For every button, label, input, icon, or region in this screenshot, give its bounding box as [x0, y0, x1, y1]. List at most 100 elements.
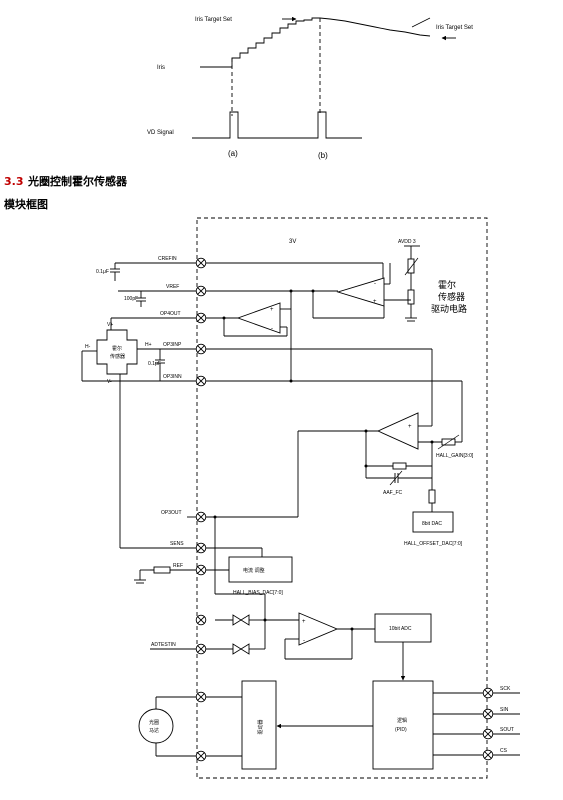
ref-resistor [153, 566, 171, 574]
hall-sensor-label: 霍尔 [112, 345, 122, 352]
pin-sck-terminal-icon [482, 687, 494, 699]
pin-vref-label: VREF [166, 284, 179, 290]
vref-opamp [336, 277, 385, 307]
pin-crefin-label: CREFIN [158, 256, 177, 262]
pin-op3out-terminal-icon [195, 511, 207, 523]
motor-label-2: 马达 [149, 727, 159, 734]
pin-cs-terminal-icon [482, 749, 494, 761]
pin-cs-label: CS [500, 748, 508, 754]
avdd-label: AVDD 3 [398, 239, 416, 245]
hall-driver-title-2: 传感器 [438, 291, 465, 303]
logic-pid-block [372, 680, 434, 770]
dac-8bit-label: 8bit DAC [422, 521, 442, 527]
pin-vref-terminal-icon [195, 285, 207, 297]
pin-sout-label: SOUT [500, 727, 514, 733]
svg-text:+: + [408, 424, 412, 430]
vd-signal-label: VD Signal [147, 130, 174, 136]
svg-text:+: + [373, 299, 377, 305]
logic-label: 逻辑 [397, 717, 407, 724]
pin-op4out-terminal-icon [195, 312, 207, 324]
pin-sens-terminal-icon [195, 542, 207, 554]
hall-offset-dac-label: HALL_OFFSET_DAC[7:0] [404, 541, 463, 547]
iris-label: Iris [157, 65, 165, 71]
svg-text:+: + [302, 619, 306, 625]
svg-text:-: - [271, 326, 273, 332]
adc-10bit-block [374, 613, 432, 643]
hall-driver-title-3: 驱动电路 [431, 303, 467, 315]
marker-a-label: (a) [228, 149, 238, 158]
divider-resistor-top [407, 258, 415, 274]
aaf-fc-label: AAF_FC [383, 490, 403, 496]
logic-pid-label: (PID) [395, 727, 407, 733]
hall-gain-label: HALL_GAIN[3:0] [436, 453, 474, 459]
supply-3v-label: 3V [289, 239, 296, 245]
cap-01uf-top-label: 0.1μF [96, 269, 109, 275]
section-number: 3.3 [4, 175, 24, 188]
pin-crefin-terminal-icon [195, 257, 207, 269]
section-subtitle: 模块框图 [4, 197, 48, 211]
v-minus-label: V- [107, 379, 112, 385]
op4-opamp [236, 302, 281, 334]
pin-sout-terminal-icon [482, 728, 494, 740]
current-adjust-label: 电流 调整 [243, 567, 265, 574]
pin-op3out-label: OP3OUT [161, 510, 182, 516]
pin-op3inp-terminal-icon [195, 343, 207, 355]
feedback-resistor [392, 462, 407, 470]
pin-ref-terminal-icon [195, 564, 207, 576]
hall-sensor-label-2: 传感器 [110, 353, 125, 360]
iris-waveform [200, 17, 431, 68]
pin-op3inp-label: OP3INP [163, 342, 182, 348]
hall-bias-dac-label: HALL_BIAS_DAC[7:0] [233, 590, 283, 596]
dac-8bit-block [412, 511, 454, 533]
pin-sens-label: SENS [170, 541, 184, 547]
hall-driver-title: 霍尔 [438, 279, 456, 291]
iris-target-set-left-label: Iris Target Set [195, 17, 232, 23]
cap-01uf-bottom-label: 0.1μF [148, 361, 161, 367]
pin-adtestin-terminal-icon [195, 643, 207, 655]
pin-op3inn-terminal-icon [195, 375, 207, 387]
pin-sin-terminal-icon [482, 708, 494, 720]
svg-text:-: - [303, 638, 305, 644]
pin-adtestin-label: ADTESTIN [151, 642, 176, 648]
switch-icon [232, 643, 250, 655]
pin-motor-b-terminal-icon [195, 750, 207, 762]
divider-resistor-bottom [407, 289, 415, 305]
h-minus-label: H- [85, 344, 91, 350]
pin-op4out-label: OP4OUT [160, 311, 181, 317]
target-pointer-line [411, 17, 431, 28]
svg-text:-: - [409, 443, 411, 449]
iris-target-set-right-label: Iris Target Set [436, 25, 473, 31]
adc-buffer-opamp [298, 612, 339, 646]
pin-op3inn-label: OP3INN [163, 374, 182, 380]
pin-internal-terminal-icon [195, 614, 207, 626]
pin-labels: CREFIN VREF OP4OUT OP3INP OP3INN OP3OUT … [151, 256, 514, 754]
op3-opamp [376, 412, 419, 450]
v-plus-label: V+ [107, 322, 113, 328]
pin-sck-label: SCK [500, 686, 511, 692]
vd-signal-waveform [192, 111, 362, 139]
variable-resistor-arrow [404, 257, 419, 276]
pin-motor-a-terminal-icon [195, 691, 207, 703]
motor-label: 光圈 [149, 719, 159, 726]
adc-10bit-label: 10bit ADC [389, 626, 412, 632]
switch-icon [232, 614, 250, 626]
svg-text:-: - [374, 281, 376, 287]
timing-diagram: Iris Target Set Iris Target Set Iris VD … [147, 16, 473, 160]
pin-ref-label: REF [173, 563, 183, 569]
cap-100pf-label: 100pF [124, 296, 138, 302]
pin-sin-label: SIN [500, 707, 509, 713]
h-plus-label: H+ [145, 342, 152, 348]
chip-boundary [196, 217, 488, 779]
driver-label: 驱动器 [257, 719, 264, 734]
current-adjust-block [228, 556, 293, 583]
block-diagram: 3V AVDD 3 霍尔 传感器 驱动电路 0.1μF - + [81, 217, 520, 779]
hall-sensor [96, 329, 138, 375]
marker-b-label: (b) [318, 151, 328, 160]
section-title: 光圈控制霍尔传感器 [27, 174, 128, 188]
iris-motor [138, 708, 174, 744]
svg-text:+: + [270, 307, 274, 313]
pin-terminals [195, 257, 494, 762]
driver-block [241, 680, 277, 770]
offset-resistor [428, 489, 436, 504]
